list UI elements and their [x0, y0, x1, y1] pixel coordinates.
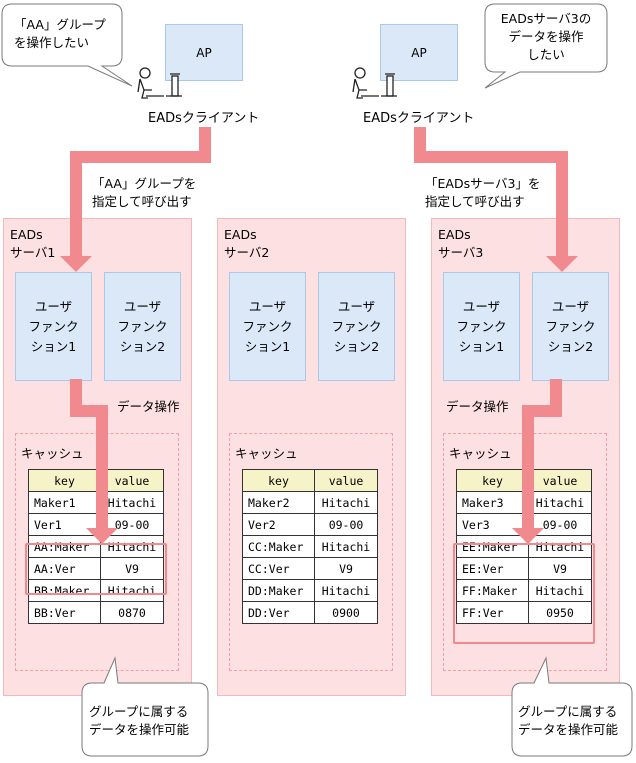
- server-1-user-function-1: ユーザ ファンク ション1: [15, 272, 92, 381]
- server-2-cache-label: キャッシュ: [235, 446, 298, 461]
- value-header: value: [100, 469, 164, 492]
- speech-bubble-2-text: EADsサーバ3の データを操作 したい: [500, 11, 592, 62]
- ap-label: AP: [411, 45, 427, 60]
- server-3-cache-label: キャッシュ: [449, 446, 512, 461]
- key-cell: DD:Ver: [242, 601, 315, 624]
- speech-bubble-1: [1, 3, 133, 87]
- data-op-label-3: データ操作: [446, 399, 509, 414]
- key-cell: CC:Maker: [242, 535, 315, 558]
- value-cell: 09-00: [528, 513, 592, 536]
- data-op-arrow-3: [512, 379, 562, 544]
- value-cell: Hitachi: [314, 491, 378, 514]
- key-cell: FF:Ver: [456, 601, 529, 624]
- server-2-cache: [229, 433, 393, 671]
- note-2-text: グループに属する データを操作可能: [518, 704, 619, 737]
- speech-bubble-1-text: 「AA」グループ を操作したい: [14, 17, 106, 50]
- ap-box-1: AP: [165, 24, 243, 81]
- data-op-arrow-1: [70, 379, 118, 544]
- server-3-user-function-1: ユーザ ファンク ション1: [443, 272, 520, 381]
- value-cell: 0870: [100, 601, 164, 624]
- value-header: value: [314, 469, 378, 492]
- server-1-cache-label: キャッシュ: [21, 446, 84, 461]
- person-terminal-icon: [352, 67, 397, 99]
- key-cell: CC:Ver: [242, 557, 315, 580]
- client-2-label: EADsクライアント: [363, 111, 475, 126]
- note-1-text: グループに属する データを操作可能: [89, 704, 190, 737]
- group-ee-ff-highlight: [453, 543, 595, 644]
- server-2-label: EADs サーバ2: [224, 227, 270, 260]
- speech-bubble-2: [484, 3, 608, 89]
- server-3-label: EADs サーバ3: [438, 227, 484, 260]
- server-2-user-function-1: ユーザ ファンク ション1: [229, 272, 306, 381]
- note-bubble-1: [81, 656, 209, 757]
- server-1-label: EADs サーバ1: [10, 227, 56, 260]
- call-arrow-label-2: 「EADsサーバ3」を 指定して呼び出す: [425, 176, 541, 209]
- server-2-user-function-2: ユーザ ファンク ション2: [318, 272, 395, 381]
- server-3-user-function-2: ユーザ ファンク ション2: [532, 272, 609, 381]
- ap-label: AP: [196, 45, 212, 60]
- server-1-user-function-2: ユーザ ファンク ション2: [104, 272, 181, 381]
- key-cell: BB:Ver: [28, 601, 101, 624]
- call-arrow-2: [414, 127, 578, 272]
- value-cell: Hitachi: [314, 579, 378, 602]
- value-header: value: [528, 469, 592, 492]
- data-op-label-1: データ操作: [117, 399, 180, 414]
- person-terminal-icon: [137, 67, 182, 99]
- key-cell: FF:Maker: [456, 579, 529, 602]
- call-arrow-1: [60, 127, 211, 272]
- key-header: key: [456, 469, 529, 492]
- client-1-label: EADsクライアント: [148, 111, 260, 126]
- value-cell: 0900: [314, 601, 378, 624]
- group-aa-highlight: [25, 543, 167, 595]
- call-arrow-label-1: 「AA」グループを 指定して呼び出す: [92, 176, 197, 209]
- ap-box-2: AP: [380, 24, 458, 81]
- value-cell: 0950: [528, 601, 592, 624]
- value-cell: Hitachi: [528, 491, 592, 514]
- key-cell: Ver1: [28, 513, 101, 536]
- note-bubble-2: [511, 656, 633, 757]
